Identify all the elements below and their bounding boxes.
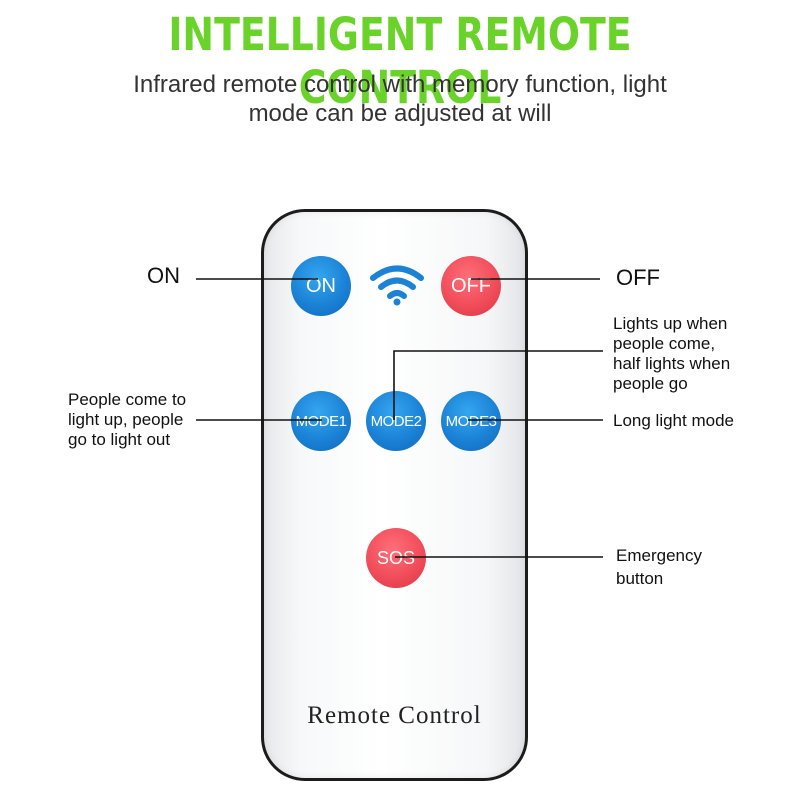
callout-mode1: People come to light up, people go to li…	[68, 390, 186, 450]
callout-mode2: Lights up when people come, half lights …	[613, 314, 730, 394]
subtitle-line-2: mode can be adjusted at will	[248, 100, 552, 127]
callout-mode1-line3: go to light out	[68, 430, 171, 449]
callout-mode2-line1: Lights up when	[613, 314, 728, 333]
callout-mode2-line2: people come,	[613, 334, 716, 353]
mode2-button[interactable]: MODE2	[366, 391, 426, 451]
remote-label: Remote Control	[307, 702, 482, 729]
callout-sos: Emergency button	[616, 544, 702, 590]
subtitle-line-1: Infrared remote control with memory func…	[133, 71, 667, 98]
callout-mode1-line2: light up, people	[68, 410, 184, 429]
callout-mode2-line4: people go	[613, 374, 688, 393]
headline: INTELLIGENT REMOTE CONTROL	[168, 8, 632, 114]
callout-mode2-line3: half lights when	[613, 354, 731, 373]
callout-sos-line2: button	[616, 569, 664, 588]
off-button[interactable]: OFF	[441, 256, 501, 316]
on-button[interactable]: ON	[291, 256, 351, 316]
callout-sos-line1: Emergency	[616, 546, 702, 565]
callout-off: OFF	[616, 265, 660, 290]
mode3-button[interactable]: MODE3	[441, 391, 501, 451]
callout-on: ON	[147, 263, 180, 288]
wifi-signal-icon	[370, 265, 424, 306]
mode1-button[interactable]: MODE1	[291, 391, 351, 451]
callout-mode3: Long light mode	[613, 411, 734, 430]
callout-mode1-line1: People come to	[68, 390, 187, 409]
